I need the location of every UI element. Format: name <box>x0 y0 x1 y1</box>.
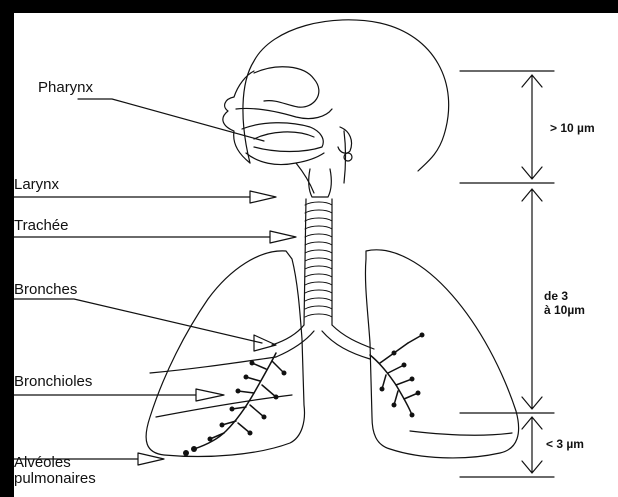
larynx-shape <box>309 169 332 197</box>
face-profile <box>223 71 254 163</box>
jaw <box>246 153 324 165</box>
label-pulmonaires: pulmonaires <box>14 471 96 487</box>
nasal-cavity <box>236 108 332 118</box>
bronchus-left <box>272 325 304 345</box>
size-lower-label: < 3 µm <box>546 437 584 451</box>
skull-inner <box>254 67 319 107</box>
bronchioles-pointer <box>196 389 224 401</box>
bronches-leader <box>14 299 262 343</box>
label-alveoles: Alvéoles <box>14 455 71 471</box>
size-middle-label-1: de 3 <box>544 289 568 303</box>
right-lung-outline <box>365 250 518 458</box>
scale-arrow-upper <box>522 75 542 179</box>
bronches-pointer <box>254 335 276 351</box>
label-bronches: Bronches <box>14 282 77 298</box>
label-larynx: Larynx <box>14 177 59 193</box>
label-pharynx: Pharynx <box>38 80 93 96</box>
tongue <box>254 132 314 139</box>
label-bronchioles: Bronchioles <box>14 374 92 390</box>
diagram-panel: Pharynx Larynx Trachée Bronches Bronchio… <box>14 13 618 497</box>
right-lung-lobe-line <box>410 431 512 435</box>
left-lung-lobe-line-2 <box>156 395 292 417</box>
trachea-left <box>304 199 306 325</box>
label-trachee: Trachée <box>14 218 68 234</box>
scale-arrow-lower <box>522 417 542 473</box>
pharynx-leader <box>78 99 264 141</box>
scale-arrow-middle <box>522 189 542 409</box>
neck-front <box>296 163 314 193</box>
oral-cavity <box>242 123 323 152</box>
size-upper-label: > 10 µm <box>550 121 595 135</box>
bronchus-left-inner <box>276 331 314 357</box>
larynx-pointer <box>250 191 276 203</box>
size-middle-label-2: à 10µm <box>544 303 585 317</box>
respiratory-system-drawing <box>14 13 618 497</box>
trachee-pointer <box>270 231 296 243</box>
left-lung-outline <box>146 251 304 457</box>
